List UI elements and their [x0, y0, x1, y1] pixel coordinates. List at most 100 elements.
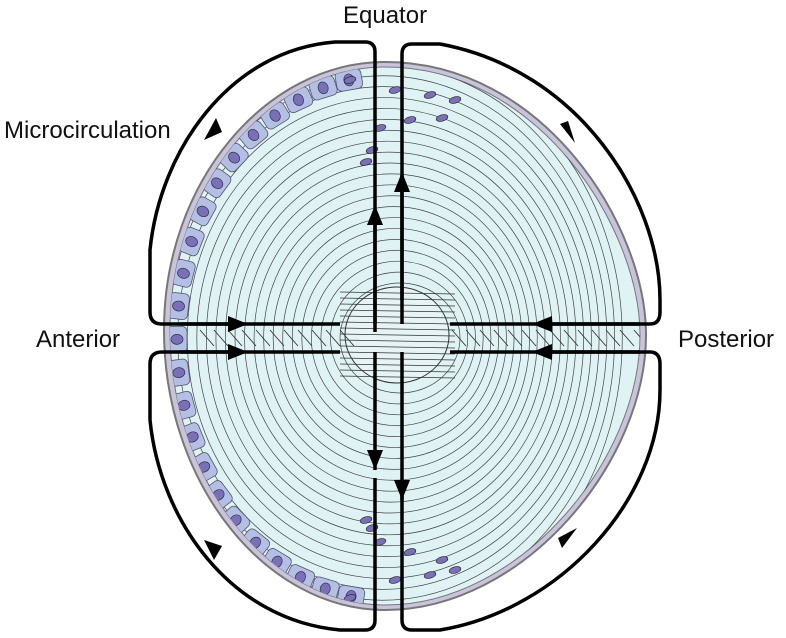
fiber-contour	[320, 260, 476, 416]
nucleus-hatch-line	[339, 345, 456, 349]
fiber-nucleus	[403, 548, 417, 556]
fiber-cell-nuclei	[343, 76, 462, 602]
arrowhead-up-left	[367, 205, 383, 225]
nucleus-hatch-line	[339, 339, 456, 343]
arrowhead-top-right-loop	[560, 121, 575, 143]
suture-line	[255, 329, 271, 347]
anterior-label: Anterior	[36, 326, 121, 353]
posterior-label: Posterior	[678, 326, 775, 353]
fiber-nucleus	[359, 158, 373, 166]
fiber-nucleus	[435, 114, 449, 122]
nucleus-hatch-line	[339, 321, 456, 325]
fiber-contour	[330, 271, 469, 405]
epithelial-cell	[178, 226, 205, 257]
nucleus-hatch-line	[339, 363, 456, 367]
suture-line	[465, 329, 481, 347]
fiber-contour	[301, 239, 492, 437]
outer-loop-bottom-left	[148, 350, 377, 632]
fiber-contour	[170, 67, 623, 605]
lens-fiber-lines	[170, 67, 623, 605]
fiber-nucleus	[448, 566, 462, 574]
suture-line	[591, 329, 607, 347]
nucleus-hatch-line	[339, 291, 456, 295]
equator-label: Equator	[343, 2, 428, 29]
nucleus-hatch-line	[339, 309, 456, 313]
outer-loop-top-right	[400, 42, 662, 326]
fiber-contour	[170, 67, 615, 605]
nucleus-hatch-line	[339, 333, 456, 337]
arrow-heads	[204, 118, 577, 560]
nucleus-hatch-line	[339, 369, 456, 373]
suture-line	[241, 329, 257, 347]
arrowhead-bottom-left-loop	[204, 540, 222, 560]
suture-zone	[199, 329, 640, 347]
nucleus-hatch-line	[339, 303, 456, 307]
outer-loop-top-left	[148, 40, 377, 332]
fiber-nucleus	[343, 594, 357, 602]
microcirculation-label: Microcirculation	[4, 117, 171, 144]
suture-line	[535, 329, 551, 347]
suture-line	[297, 329, 313, 347]
fiber-contour	[263, 195, 523, 481]
nucleus-hatch-line	[339, 297, 456, 301]
suture-line	[213, 329, 229, 347]
epithelial-cell	[308, 75, 338, 101]
suture-line	[451, 329, 467, 347]
suture-line	[633, 329, 640, 347]
epithelial-cell	[170, 292, 190, 321]
nucleus-hatch-line	[339, 357, 456, 361]
arrowhead-down-left	[367, 450, 383, 470]
fiber-contour	[196, 119, 577, 557]
arrowhead-posterior-upper	[532, 316, 552, 332]
nucleus-hatch-line	[339, 351, 456, 355]
suture-line	[577, 329, 593, 347]
outer-loop-bottom-right	[400, 350, 662, 632]
suture-line	[549, 329, 565, 347]
suture-line	[605, 329, 621, 347]
suture-line	[507, 329, 523, 347]
fiber-nucleus	[435, 556, 449, 564]
fiber-contour	[225, 151, 554, 525]
suture-line	[199, 329, 215, 347]
epithelial-cell	[170, 325, 188, 353]
suture-line	[269, 329, 285, 347]
fiber-nucleus	[403, 116, 417, 124]
fiber-nucleus	[423, 91, 437, 99]
suture-line	[339, 329, 355, 347]
fiber-nucleus	[359, 516, 373, 524]
suture-line	[521, 329, 537, 347]
arrowhead-bottom-right-loop	[558, 528, 577, 548]
arrowhead-anterior-lower	[228, 344, 248, 360]
fiber-nucleus	[448, 96, 462, 104]
suture-line	[227, 329, 243, 347]
fiber-contour	[272, 206, 515, 470]
fiber-contour	[339, 282, 461, 394]
suture-line	[619, 329, 635, 347]
nucleus-hatch-line	[339, 327, 456, 331]
suture-line	[479, 329, 495, 347]
nucleus-hatching	[339, 291, 456, 379]
fiber-contour	[311, 249, 484, 427]
suture-line	[493, 329, 509, 347]
arrowhead-anterior-upper	[228, 316, 248, 332]
fiber-contour	[282, 217, 507, 459]
suture-line	[563, 329, 579, 347]
arrowhead-posterior-lower	[532, 344, 552, 360]
epithelial-cell	[171, 258, 196, 288]
suture-line	[311, 329, 327, 347]
suture-line	[283, 329, 299, 347]
arrowhead-up-right	[394, 172, 410, 192]
fiber-contour	[170, 75, 608, 601]
fiber-nucleus	[423, 571, 437, 579]
fiber-contour	[206, 129, 569, 547]
fiber-contour	[215, 140, 561, 536]
nucleus-hatch-line	[339, 315, 456, 319]
fiber-contour	[291, 228, 499, 448]
arrowhead-top-left-loop	[204, 118, 222, 140]
microcirculation-arrows	[148, 40, 662, 632]
fiber-nucleus	[343, 76, 357, 84]
arrowhead-down-right	[394, 480, 410, 500]
nucleus-hatch-line	[339, 375, 456, 379]
